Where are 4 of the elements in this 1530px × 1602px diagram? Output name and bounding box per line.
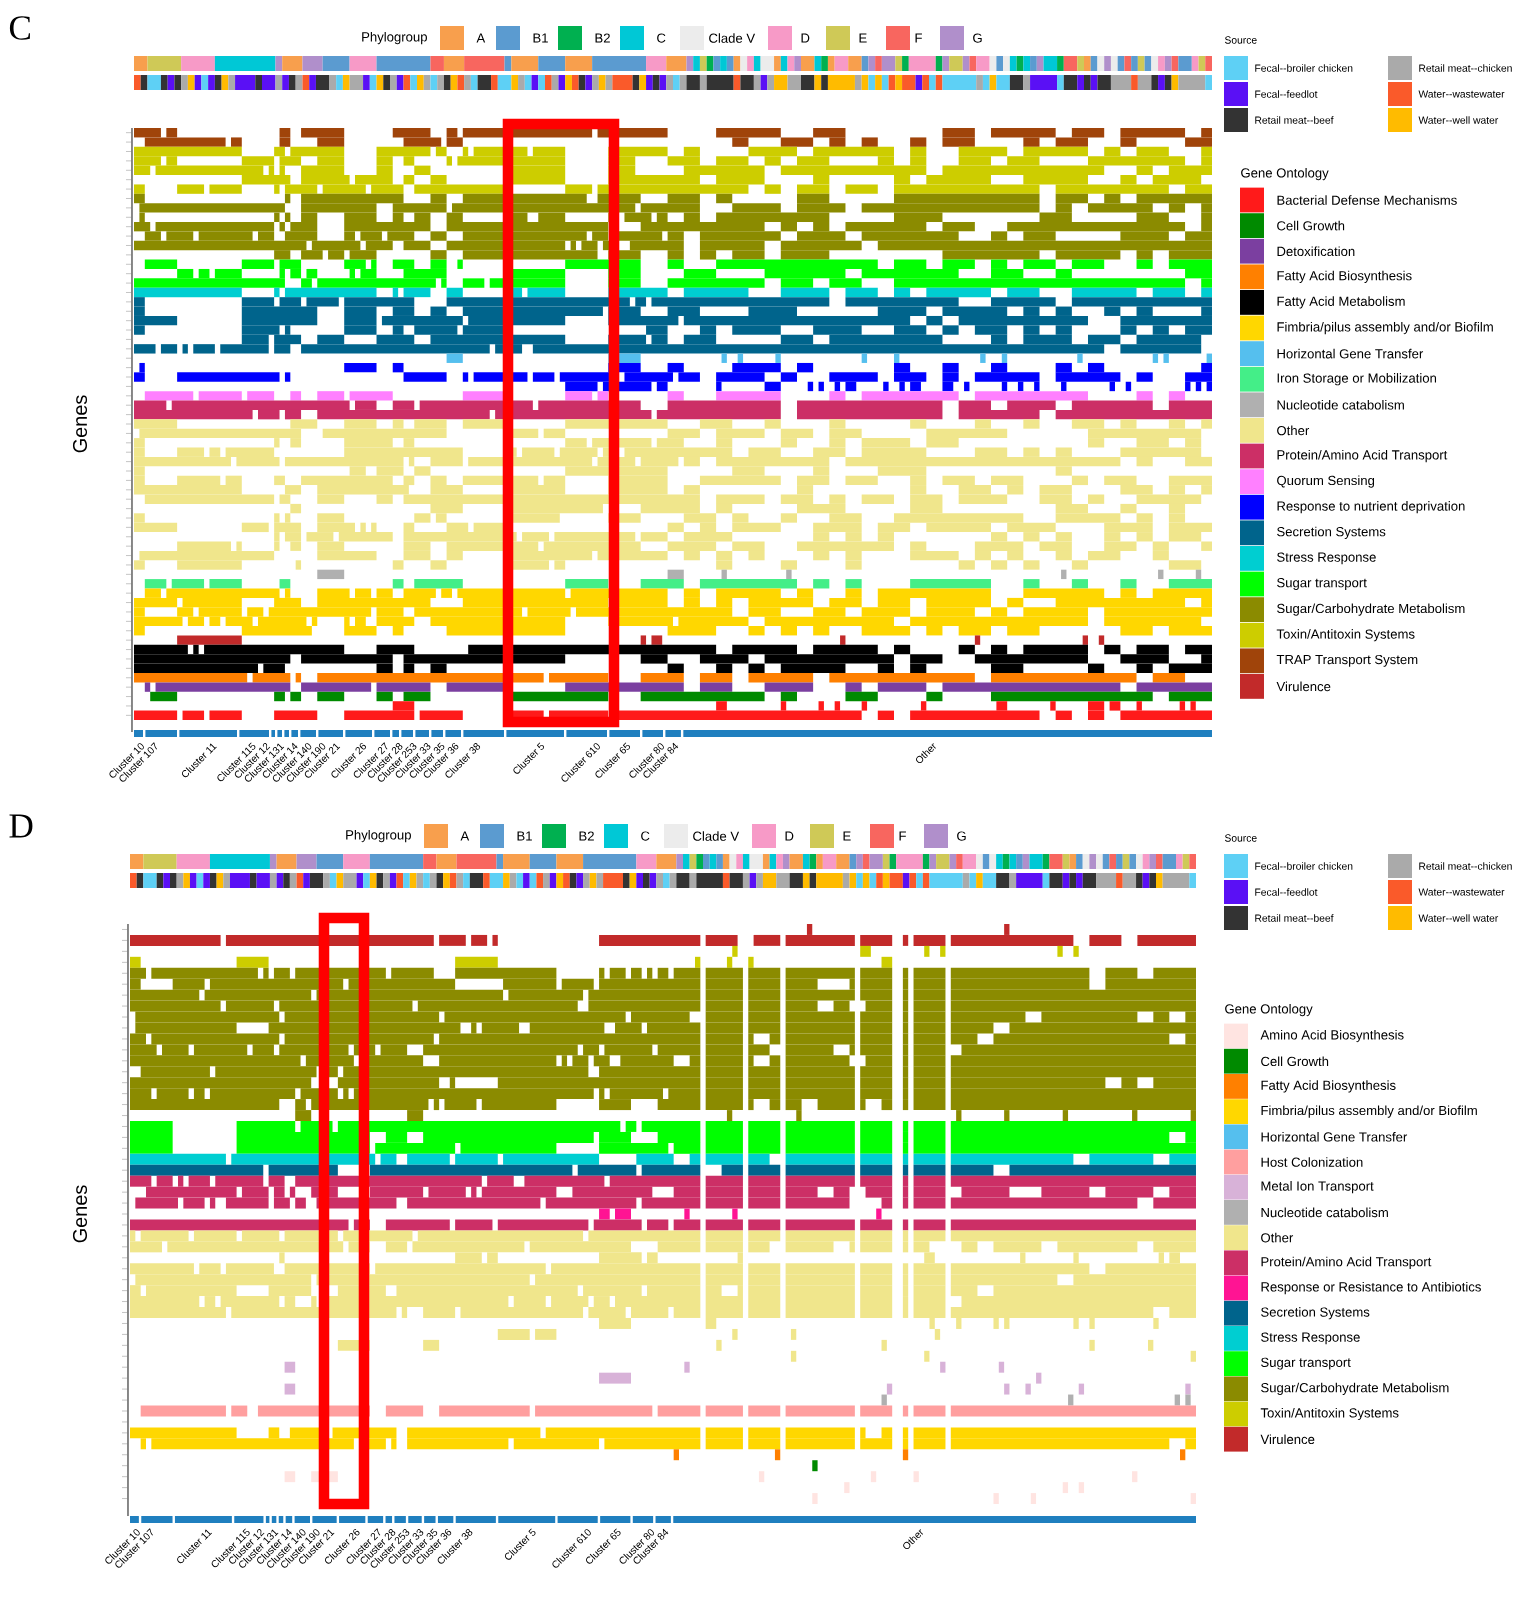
panel-label: C <box>9 16 30 40</box>
axis-title: Genes <box>72 1185 88 1243</box>
panel-label: D <box>9 814 33 838</box>
axis-title: Genes <box>72 395 88 453</box>
